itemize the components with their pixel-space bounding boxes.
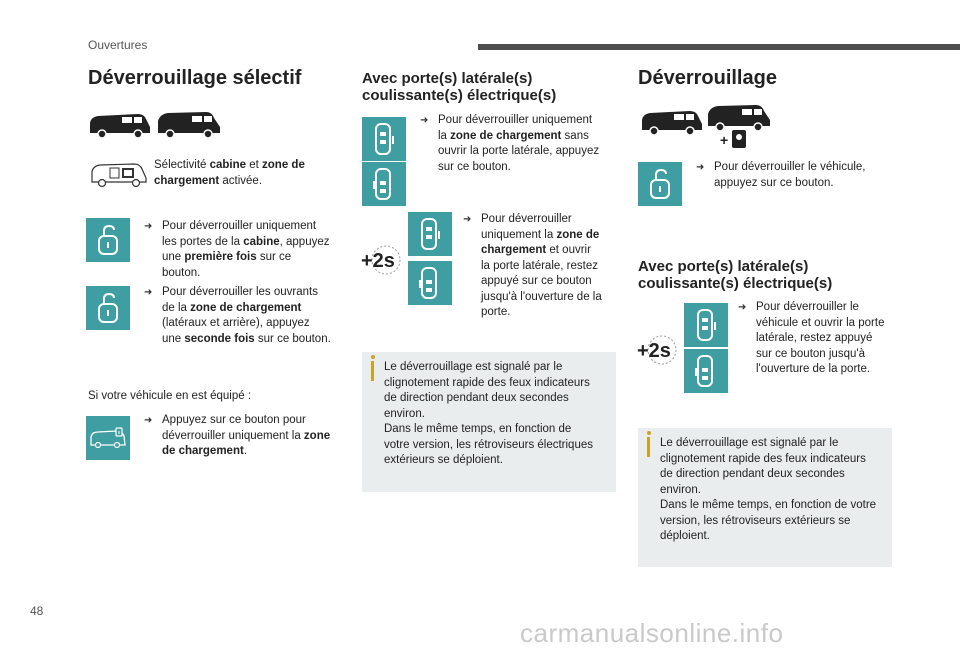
col3-subtitle: Avec porte(s) latérale(s)coulissante(s) …	[638, 258, 833, 292]
van-unlock-icon: +	[640, 104, 775, 155]
van-selectivity-icon	[88, 160, 148, 195]
section-label: Ouvertures	[88, 38, 148, 52]
bullet-icon: ➜	[696, 162, 705, 173]
bullet-icon: ➜	[144, 287, 153, 298]
bullet-icon: ➜	[420, 115, 429, 126]
sliding-door-button-icon	[408, 261, 452, 305]
col1-title: Déverrouillage sélectif	[88, 67, 302, 89]
key-fob-unlock-icon	[86, 416, 130, 460]
sliding-door-button-icon	[362, 117, 406, 161]
plus2s-label: +2s	[637, 340, 671, 362]
unlock-button-icon	[86, 286, 130, 330]
plus2s-label: +2s	[361, 250, 395, 272]
equipped-text: Si votre véhicule en est équipé :	[88, 390, 252, 402]
selectivity-text: Sélectivité cabine et zone de chargement…	[154, 159, 305, 187]
van-pair-icon	[88, 109, 223, 144]
unlock-button-icon	[86, 218, 130, 262]
watermark: carmanualsonline.info	[520, 618, 784, 648]
sliding-door-button-icon	[362, 162, 406, 206]
svg-text:+: +	[720, 132, 728, 148]
col2-title: Avec porte(s) latérale(s)coulissante(s) …	[362, 70, 557, 104]
bullet-icon: ➜	[144, 415, 153, 426]
sliding-door-button-icon	[684, 303, 728, 347]
header-bar	[478, 44, 960, 50]
bullet-icon: ➜	[144, 221, 153, 232]
hold-2s-icon: +2s	[360, 244, 404, 281]
bullet-icon: ➜	[738, 302, 747, 313]
info-icon	[370, 355, 375, 381]
sliding-door-button-icon	[684, 349, 728, 393]
page-number: 48	[30, 604, 44, 618]
unlock-button-icon	[638, 162, 682, 206]
col3-title: Déverrouillage	[638, 67, 777, 89]
sliding-door-button-icon	[408, 212, 452, 256]
hold-2s-icon: +2s	[636, 334, 680, 371]
col3-bullet-1: ➜ Pour déverrouiller le véhicule,appuyez…	[696, 161, 866, 189]
info-icon	[646, 431, 651, 457]
bullet-icon: ➜	[463, 214, 472, 225]
